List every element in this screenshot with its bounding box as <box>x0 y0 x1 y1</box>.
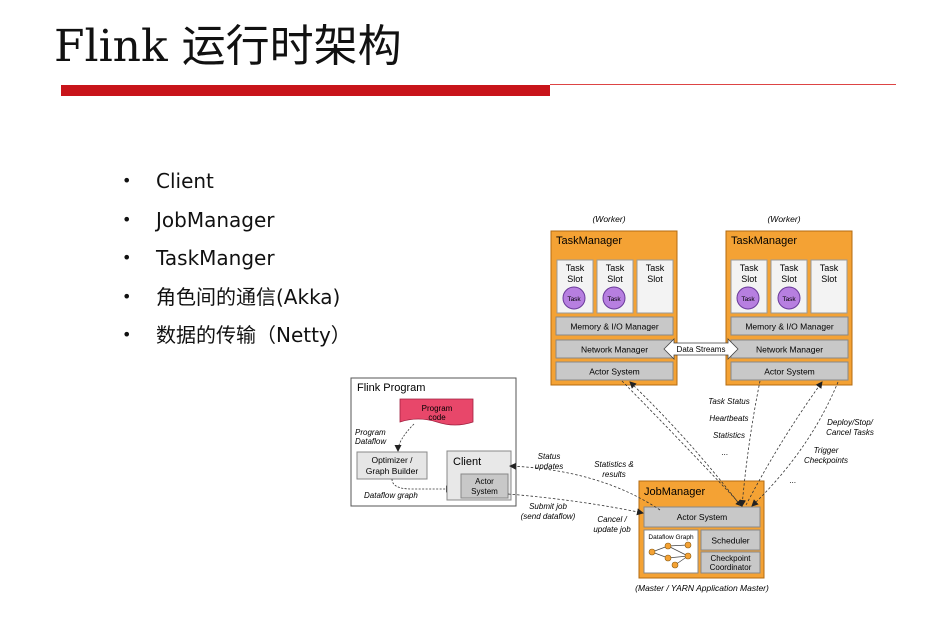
svg-text:Dataflow: Dataflow <box>355 437 387 446</box>
client-actor-system: Actor <box>475 477 494 486</box>
data-streams-label: Data Streams <box>677 345 726 354</box>
program-code-shape <box>399 398 474 426</box>
svg-text:code: code <box>428 413 446 422</box>
worker-label: (Worker) <box>592 214 625 224</box>
taskmanager-title: TaskManager <box>731 235 797 247</box>
svg-text:Task: Task <box>780 263 799 273</box>
title-underline-bar <box>61 85 550 96</box>
bullet-item: •数据的传输（Netty） <box>122 323 351 347</box>
memory-io-manager: Memory & I/O Manager <box>570 322 659 332</box>
svg-text:Slot: Slot <box>567 274 583 284</box>
checkpoint-coordinator: Checkpoint <box>710 554 751 563</box>
bullet-dot-icon: • <box>122 286 132 306</box>
svg-text:Submit job: Submit job <box>529 502 567 511</box>
svg-text:update job: update job <box>593 525 631 534</box>
bullet-item: •TaskManger <box>122 246 275 270</box>
svg-text:Slot: Slot <box>781 274 797 284</box>
svg-text:Slot: Slot <box>741 274 757 284</box>
task-slot: Task Slot Task <box>596 259 634 314</box>
svg-text:Graph Builder: Graph Builder <box>366 466 419 476</box>
svg-text:Task: Task <box>566 263 585 273</box>
bullet-dot-icon: • <box>122 325 132 344</box>
flink-program-box: Flink Program Program code Program Dataf… <box>350 377 517 507</box>
svg-text:Trigger: Trigger <box>814 446 839 455</box>
network-manager: Network Manager <box>756 345 823 355</box>
task-circle: Task <box>782 296 796 303</box>
connection-arrows <box>507 380 839 516</box>
taskmanager-box: TaskManager Task Slot Task Task Slot Tas… <box>550 230 678 386</box>
dataflow-graph-box: Dataflow Graph <box>648 534 694 541</box>
actor-system: Actor System <box>589 367 640 377</box>
task-circle: Task <box>567 296 581 303</box>
actor-system: Actor System <box>764 367 815 377</box>
title-underline-line <box>550 84 896 85</box>
data-streams-arrow: Data Streams <box>663 338 739 360</box>
svg-text:...: ... <box>722 448 729 457</box>
task-slot: Task Slot Task <box>730 259 768 314</box>
bullet-list: •Client •JobManager •TaskManger •角色间的通信(… <box>122 168 351 361</box>
svg-text:Task: Task <box>740 263 759 273</box>
client-label: Client <box>453 456 481 468</box>
bullet-item: •角色间的通信(Akka) <box>122 284 341 309</box>
jobmanager-actor-system: Actor System <box>677 512 728 522</box>
svg-text:Program: Program <box>422 404 453 413</box>
jobmanager-caption: (Master / YARN Application Master) <box>635 583 769 593</box>
task-circle: Task <box>607 296 621 303</box>
svg-text:Statistics: Statistics <box>713 431 745 440</box>
jobmanager-title: JobManager <box>644 486 705 498</box>
scheduler: Scheduler <box>711 536 749 546</box>
svg-text:System: System <box>471 487 498 496</box>
optimizer-graph-builder: Optimizer / <box>371 455 413 465</box>
svg-text:Status: Status <box>538 452 561 461</box>
bullet-dot-icon: • <box>122 171 132 190</box>
svg-text:Statistics &: Statistics & <box>594 460 634 469</box>
taskmanager-title: TaskManager <box>556 235 622 247</box>
svg-text:Coordinator: Coordinator <box>710 563 752 572</box>
arrow-labels: Status updates Statistics & results Subm… <box>521 397 874 534</box>
svg-text:Program: Program <box>355 428 386 437</box>
svg-text:results: results <box>602 470 626 479</box>
task-circle: Task <box>741 296 755 303</box>
svg-text:updates: updates <box>535 462 563 471</box>
svg-text:Task Status: Task Status <box>708 397 750 406</box>
dataflow-graph-label: Dataflow graph <box>364 491 418 500</box>
svg-text:Slot: Slot <box>647 274 663 284</box>
bullet-dot-icon: • <box>122 209 132 229</box>
worker-label: (Worker) <box>767 214 800 224</box>
bullet-item: •Client <box>122 169 214 193</box>
svg-text:Task: Task <box>646 263 665 273</box>
svg-text:Cancel /: Cancel / <box>597 515 627 524</box>
svg-text:Slot: Slot <box>821 274 837 284</box>
taskmanager-box: TaskManager Task Slot Task Task Slot Tas… <box>725 230 853 386</box>
svg-text:(send dataflow): (send dataflow) <box>521 512 576 521</box>
task-slot: Task Slot Task <box>556 259 594 314</box>
svg-text:Task: Task <box>606 263 625 273</box>
svg-text:Deploy/Stop/: Deploy/Stop/ <box>827 418 874 427</box>
svg-text:Task: Task <box>820 263 839 273</box>
bullet-dot-icon: • <box>122 248 132 267</box>
jobmanager-box: JobManager Actor System Dataflow Graph S… <box>638 480 765 579</box>
bullet-item: •JobManager <box>122 207 275 232</box>
svg-text:Cancel Tasks: Cancel Tasks <box>826 428 874 437</box>
svg-text:...: ... <box>790 476 797 485</box>
task-slot: Task Slot Task <box>770 259 808 314</box>
task-slot: Task Slot <box>636 259 674 314</box>
svg-text:Slot: Slot <box>607 274 623 284</box>
svg-text:Checkpoints: Checkpoints <box>804 456 848 465</box>
task-slot: Task Slot <box>810 259 848 314</box>
memory-io-manager: Memory & I/O Manager <box>745 322 834 332</box>
flink-program-title: Flink Program <box>357 382 425 394</box>
svg-text:Heartbeats: Heartbeats <box>709 414 748 423</box>
page-title: Flink 运行时架构 <box>54 21 402 72</box>
network-manager: Network Manager <box>581 345 648 355</box>
